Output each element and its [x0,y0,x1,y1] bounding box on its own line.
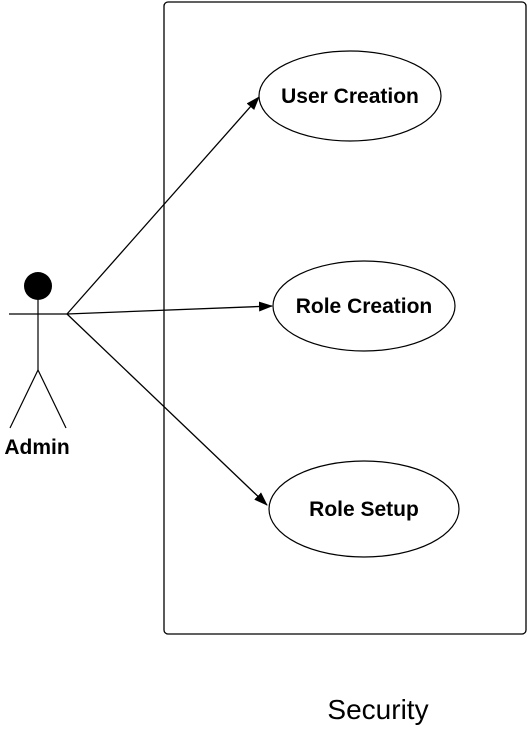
system-label: Security [327,694,428,725]
usecase-label: Role Creation [296,295,433,318]
usecase-label: Role Setup [309,498,419,521]
usecase-user-creation[interactable]: User Creation [258,50,442,142]
actor-left-leg [9,369,39,429]
association-admin-role-creation [66,301,273,315]
system-boundary [163,1,527,635]
actor-right-leg [37,369,67,429]
usecase-label: User Creation [281,85,419,108]
actor-admin: Admin [4,272,70,459]
usecase-ellipse[interactable] [272,260,456,352]
association-admin-user-creation [66,96,260,315]
actor-label: Admin [4,436,69,459]
usecase-ellipse[interactable] [258,50,442,142]
usecase-ellipse[interactable] [268,460,460,558]
actor-head [24,272,52,300]
usecase-role-creation[interactable]: Role Creation [272,260,456,352]
usecase-role-setup[interactable]: Role Setup [268,460,460,558]
association-admin-role-setup [66,313,268,506]
